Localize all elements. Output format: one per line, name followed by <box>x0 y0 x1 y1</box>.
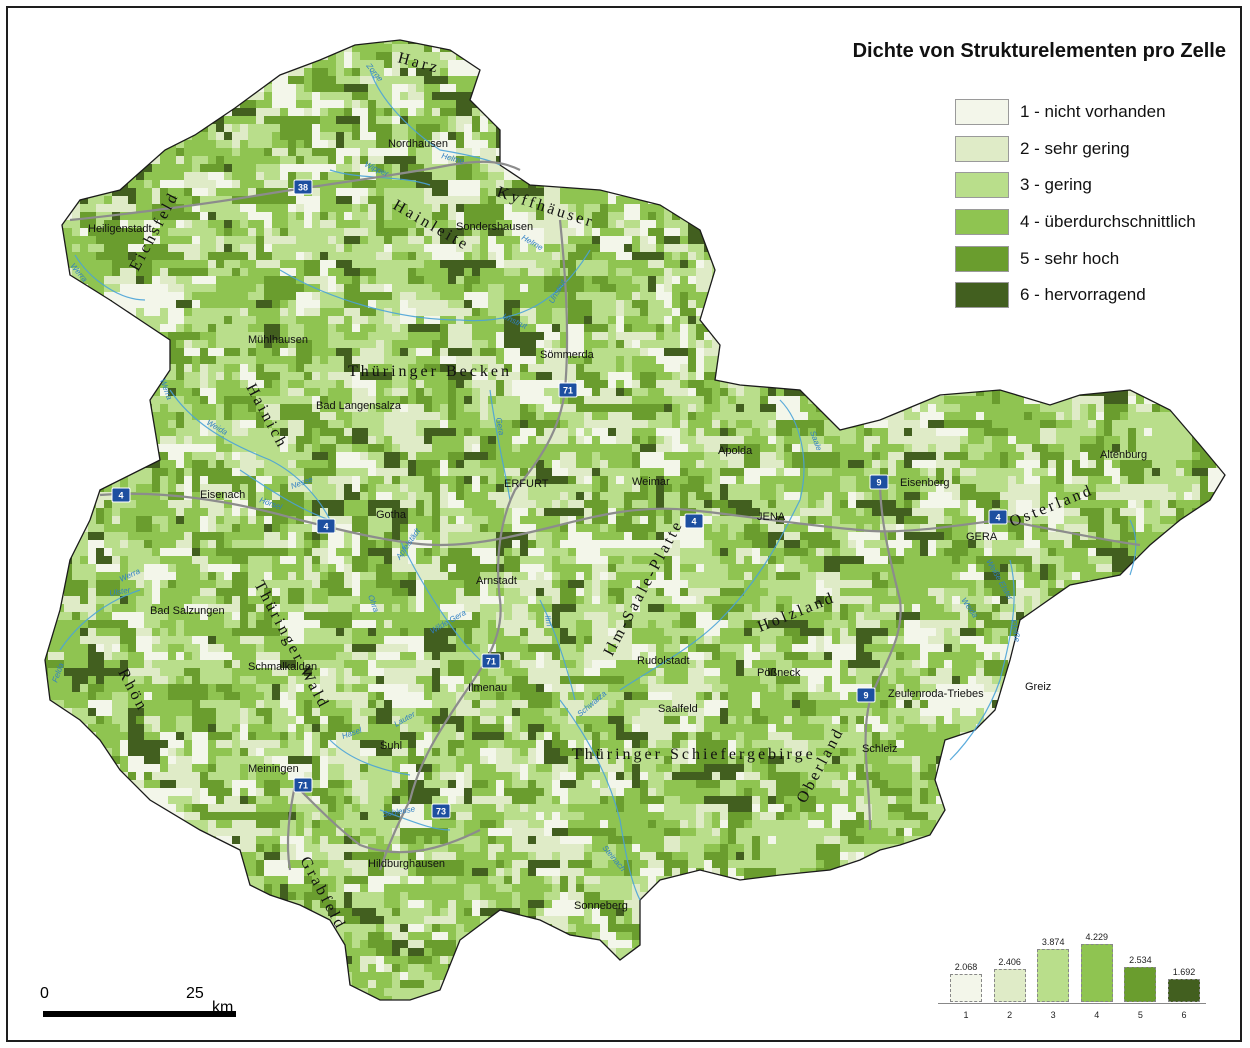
histogram-chart: 2.068 1 2.406 2 3.874 3 4.229 4 2.534 5 1.692 6 <box>938 918 1206 1026</box>
city-label: Suhl <box>380 740 402 752</box>
histogram-category-label: 2 <box>1007 1010 1013 1020</box>
city-label: Saalfeld <box>658 703 698 715</box>
road-shield: 73 <box>431 803 451 819</box>
city-label: Gotha <box>376 509 407 521</box>
region-label: Thüringer Schiefergebirge <box>572 746 816 763</box>
river-label: Ulster <box>109 585 131 598</box>
legend-label: 6 - hervorragend <box>1020 285 1146 305</box>
city-label: Bad Salzungen <box>150 605 225 617</box>
map-title: Dichte von Strukturelementen pro Zelle <box>852 40 1226 62</box>
road-shield: 71 <box>558 382 578 398</box>
scale-line <box>43 1011 236 1017</box>
city-label: Pößneck <box>757 667 801 679</box>
histogram-value-label: 4.229 <box>1085 931 1109 942</box>
histogram-category-label: 1 <box>963 1010 969 1020</box>
city-label: Eisenach <box>200 489 245 501</box>
city-label: Hildburghausen <box>368 858 445 870</box>
histogram-value-label: 3.874 <box>1041 936 1065 947</box>
river-label: Gera <box>494 417 506 437</box>
legend-label: 3 - gering <box>1020 175 1092 195</box>
legend-swatch <box>955 135 1009 162</box>
histogram-bar <box>1168 978 1200 1002</box>
legend-item: 4 - überdurchschnittlich <box>955 204 1196 241</box>
map-frame <box>6 6 1242 1042</box>
city-label: Rudolstadt <box>637 655 690 667</box>
legend-label: 1 - nicht vorhanden <box>1020 102 1166 122</box>
histogram-category-label: 6 <box>1181 1010 1187 1020</box>
city-label: Eisenberg <box>900 477 950 489</box>
city-label: Sondershausen <box>456 221 533 233</box>
city-label: Ilmenau <box>468 682 507 694</box>
city-label: JENA <box>757 511 786 523</box>
legend-swatch <box>955 99 1009 126</box>
city-label: Greiz <box>1025 681 1051 693</box>
legend: 1 - nicht vorhanden 2 - sehr gering 3 - … <box>955 94 1196 314</box>
legend-item: 2 - sehr gering <box>955 131 1196 168</box>
road-shield: 71 <box>481 653 501 669</box>
city-label: Arnstadt <box>476 575 517 587</box>
histogram-value-label: 2.068 <box>954 961 978 972</box>
city-label: Sömmerda <box>540 349 595 361</box>
road-shield: 9 <box>856 687 876 703</box>
road-shield: 4 <box>988 509 1008 525</box>
legend-swatch <box>955 172 1009 199</box>
legend-label: 2 - sehr gering <box>1020 138 1130 158</box>
river-label: Ilm <box>543 615 554 627</box>
legend-item: 6 - hervorragend <box>955 277 1196 314</box>
histogram-value-label: 1.692 <box>1172 966 1196 977</box>
legend-item: 5 - sehr hoch <box>955 240 1196 277</box>
city-label: Zeulenroda-Triebes <box>888 688 984 700</box>
road-shield: 4 <box>111 487 131 503</box>
city-label: GERA <box>966 531 998 543</box>
scale-end-label: 25 <box>186 985 204 1002</box>
city-label: Apolda <box>718 445 753 457</box>
legend-swatch <box>955 282 1009 309</box>
histogram-bar <box>950 973 982 1002</box>
city-label: Altenburg <box>1100 449 1147 461</box>
histogram-value-label: 2.534 <box>1129 955 1152 966</box>
histogram-bar <box>993 968 1026 1002</box>
histogram-bar <box>1037 948 1070 1002</box>
histogram-axis <box>938 1003 1206 1004</box>
road-shield: 71 <box>293 777 313 793</box>
city-label: Meiningen <box>248 763 299 775</box>
city-label: Sonneberg <box>574 900 628 912</box>
legend-swatch <box>955 245 1009 272</box>
city-label: Nordhausen <box>388 138 448 150</box>
city-label: Weimar <box>632 476 670 488</box>
histogram-bar <box>1080 943 1113 1002</box>
scale-bar: 0 25 km <box>40 985 280 1025</box>
histogram-category-label: 5 <box>1137 1010 1143 1020</box>
city-label: Schmalkalden <box>248 661 317 673</box>
legend-swatch <box>955 209 1009 236</box>
city-label: Schleiz <box>862 743 897 755</box>
histogram-bar <box>1124 967 1157 1002</box>
road-shield: 9 <box>869 474 889 490</box>
legend-label: 5 - sehr hoch <box>1020 248 1120 268</box>
city-label: Bad Langensalza <box>316 400 402 412</box>
histogram-category-label: 3 <box>1050 1010 1056 1020</box>
road-shield: 4 <box>316 518 336 534</box>
region-label: Thüringer Becken <box>348 363 512 380</box>
city-label: Mühlhausen <box>248 334 308 346</box>
city-label: Heiligenstadt <box>88 223 152 235</box>
city-label: ERFURT <box>504 478 549 490</box>
road-shield: 4 <box>684 513 704 529</box>
histogram-value-label: 2.406 <box>998 956 1021 967</box>
river-label: Pleiße <box>1009 619 1022 643</box>
legend-item: 3 - gering <box>955 167 1196 204</box>
histogram-category-label: 4 <box>1094 1010 1100 1020</box>
legend-item: 1 - nicht vorhanden <box>955 94 1196 131</box>
road-shield: 38 <box>293 179 313 195</box>
legend-label: 4 - überdurchschnittlich <box>1020 212 1196 232</box>
scale-zero-label: 0 <box>40 985 49 1002</box>
